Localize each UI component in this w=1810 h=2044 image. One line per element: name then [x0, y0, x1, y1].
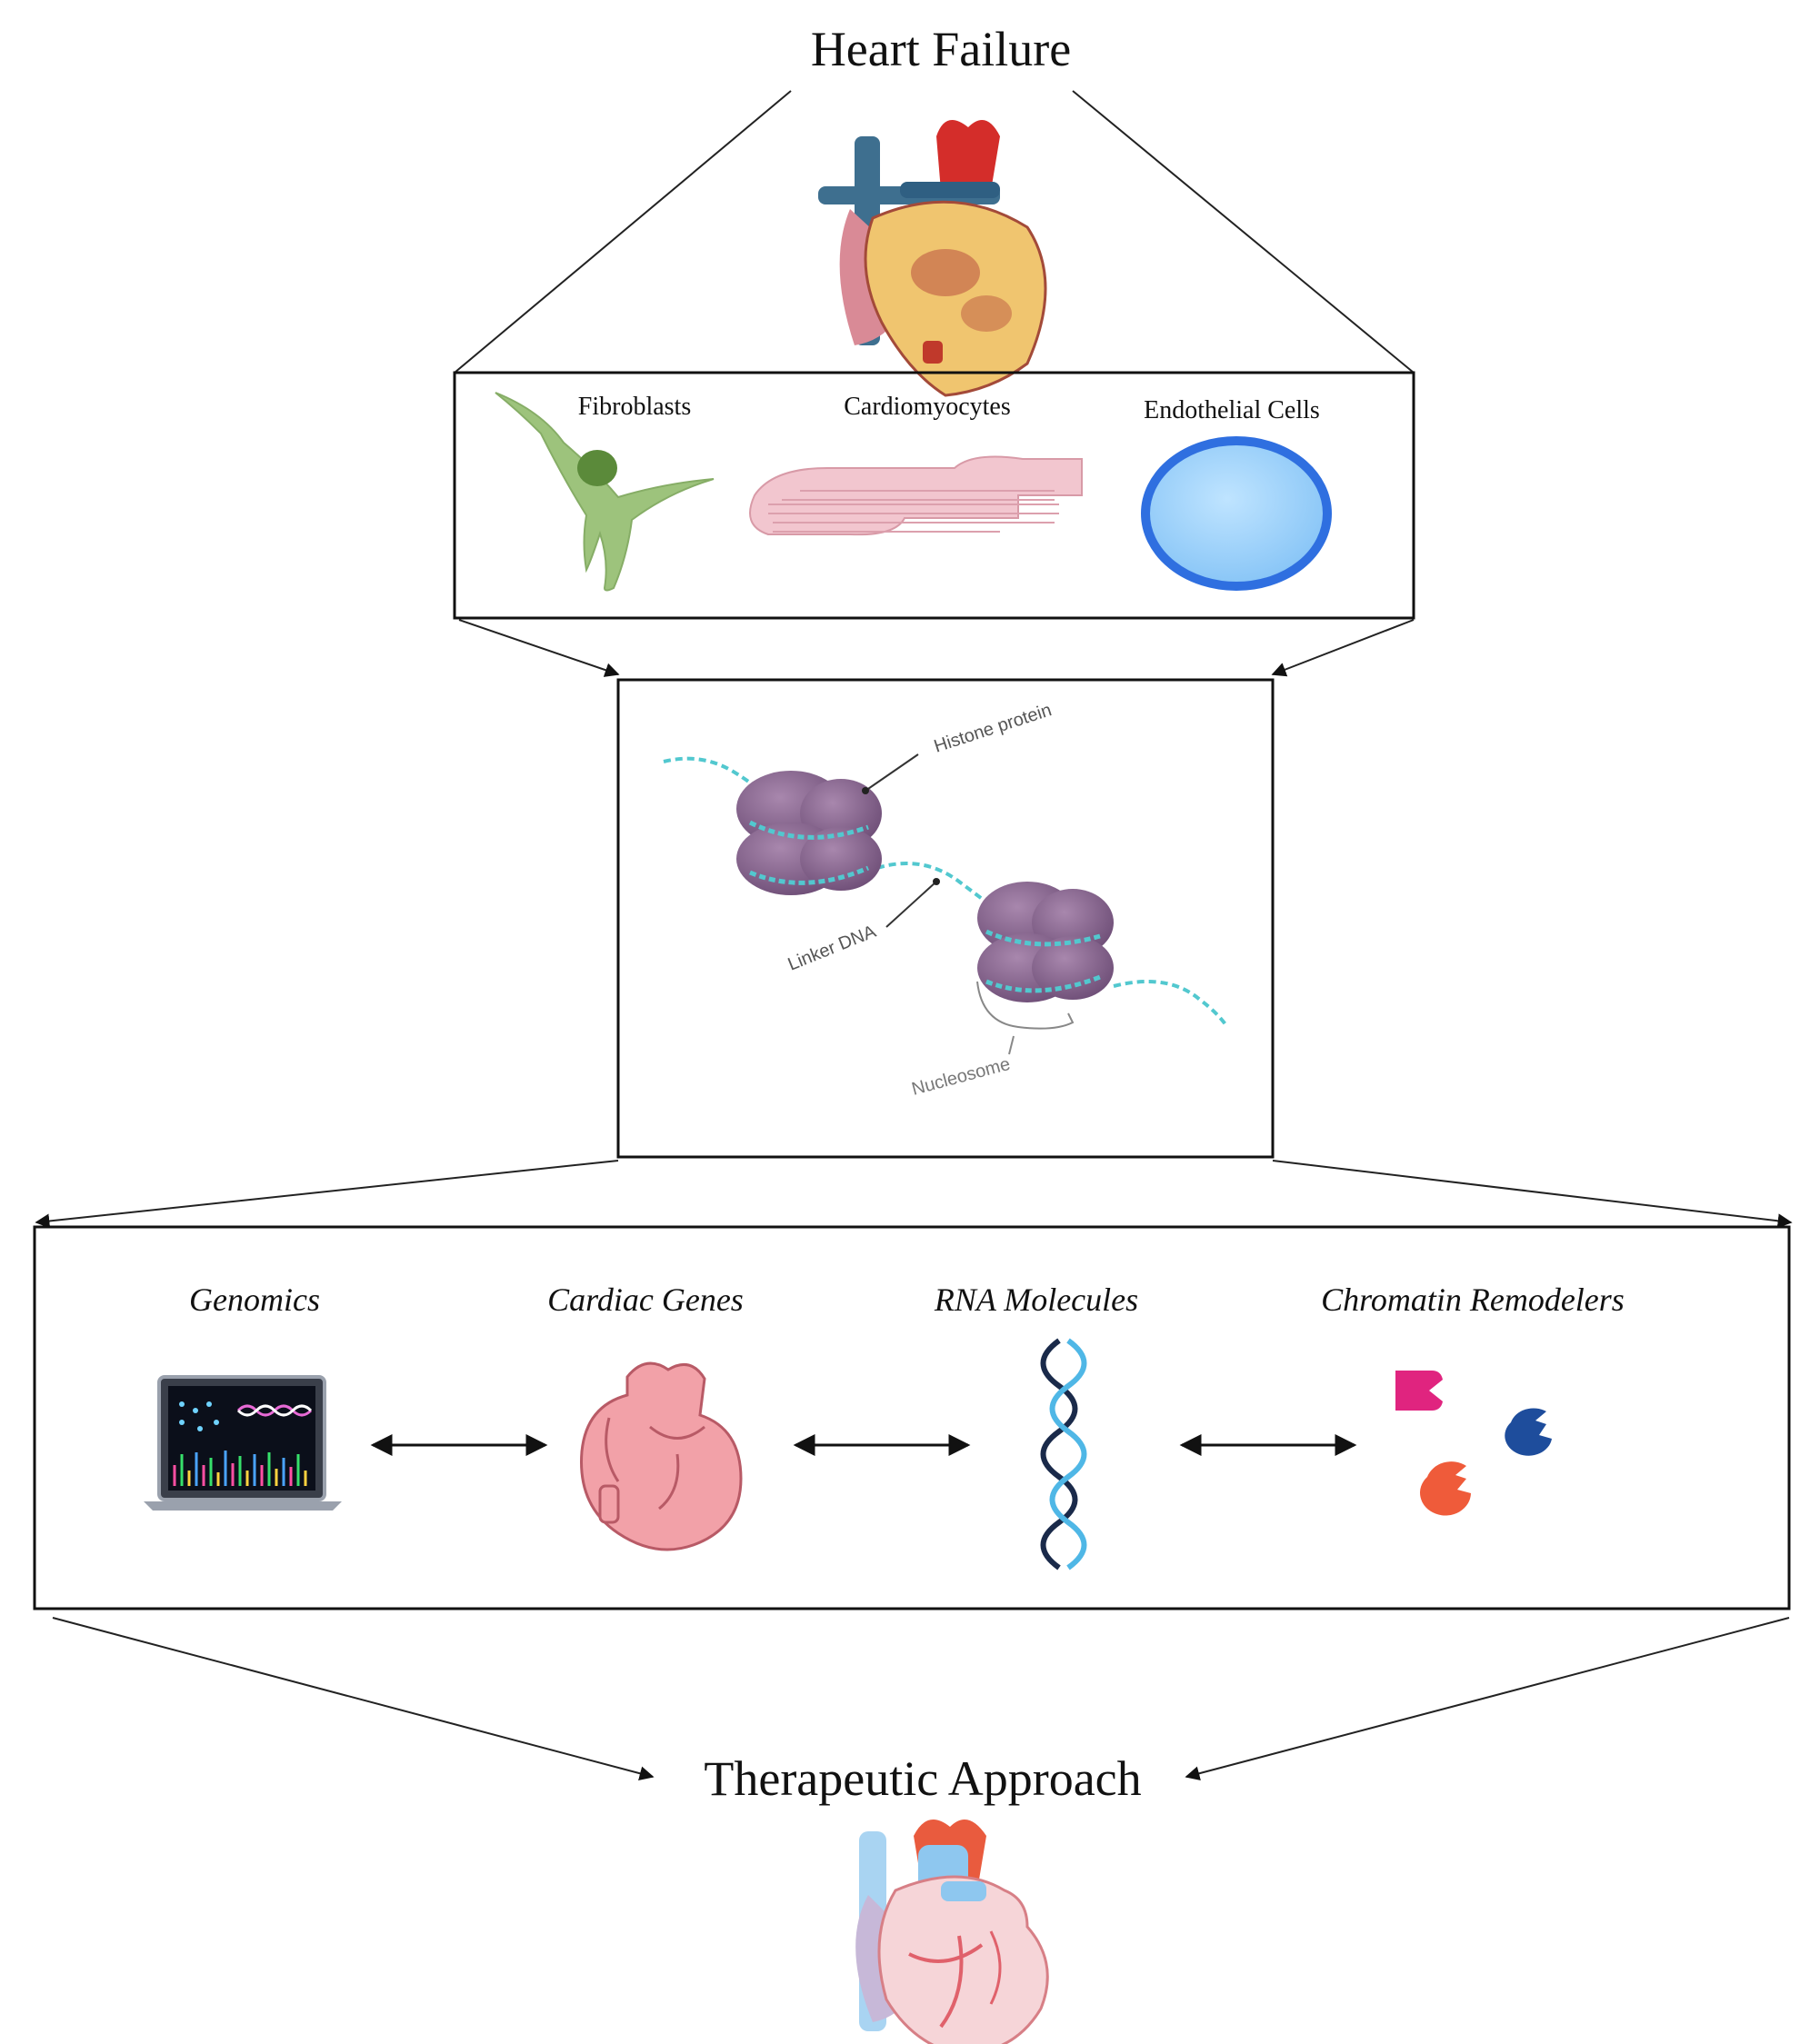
chromatin-box	[616, 678, 1275, 1159]
label-endothelial-cells: Endothelial Cells	[1144, 396, 1320, 424]
funnel-line-left	[454, 90, 792, 374]
nucleosome-pointer	[1008, 1035, 1015, 1055]
funnel-line-right	[1072, 90, 1415, 374]
endothelial-cell-icon	[1141, 436, 1332, 591]
diagram-title: Heart Failure	[811, 22, 1071, 76]
therapeutic-title: Therapeutic Approach	[704, 1751, 1141, 1806]
label-cardiomyocytes: Cardiomyocytes	[844, 393, 1011, 421]
label-chromatin-remodelers: Chromatin Remodelers	[1321, 1281, 1625, 1318]
arrow-to-therapeutic-right	[1185, 1617, 1790, 1781]
nucleosome	[976, 882, 1114, 1030]
cell-types-box	[453, 371, 1415, 620]
label-histone-protein: Histone protein	[932, 700, 1055, 756]
label-nucleosome: Nucleosome	[910, 1054, 1013, 1100]
cardiomyocyte-fiber-icon	[749, 455, 1083, 536]
arrow-to-therapeutic-left	[52, 1617, 655, 1781]
chromatin-remodeler-icon	[1395, 1371, 1552, 1516]
arrow-chromatin-to-mechanisms-right	[1272, 1160, 1793, 1229]
arrow-cells-to-chromatin-left	[458, 619, 620, 677]
anatomical-heart-icon	[818, 120, 1047, 397]
cardiac-heart-icon	[580, 1361, 743, 1551]
rna-helix-icon	[1040, 1338, 1087, 1570]
label-linker-dna: Linker DNA	[785, 922, 880, 975]
linker-pointer	[885, 881, 937, 928]
label-fibroblasts: Fibroblasts	[578, 393, 691, 421]
therapeutic-heart-icon	[855, 1820, 1049, 2044]
arrow-cells-to-chromatin-right	[1271, 619, 1415, 677]
label-rna-molecules: RNA Molecules	[934, 1281, 1138, 1318]
histone-pointer	[865, 753, 919, 792]
dna-strand	[663, 756, 1229, 1029]
laptop-genomics-icon	[144, 1375, 342, 1511]
fibroblast-cell-icon	[495, 392, 715, 592]
mechanisms-box	[33, 1225, 1791, 1610]
label-genomics: Genomics	[189, 1281, 320, 1318]
histone-protein	[736, 771, 882, 895]
label-cardiac-genes: Cardiac Genes	[547, 1281, 744, 1318]
arrow-chromatin-to-mechanisms-left	[35, 1160, 619, 1229]
